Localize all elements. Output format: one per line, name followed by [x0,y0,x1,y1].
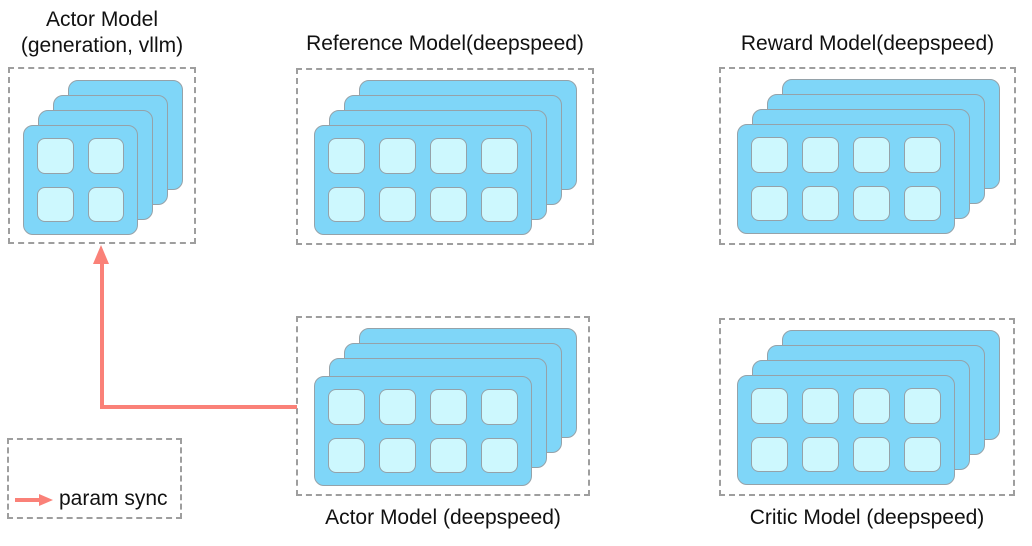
gpu-cell [379,186,416,222]
reward-title: Reward Model(deepspeed) [740,32,995,55]
legend-label: param sync [59,487,168,510]
gpu-cell [904,388,941,424]
legend-arrow-head-icon [39,494,53,506]
gpu-cell [904,185,941,221]
reference-box [296,68,594,245]
gpu-cell [37,186,74,222]
arrow-up-head-icon [93,245,109,264]
gpu-cell [481,389,518,425]
gpu-card-front [737,375,955,485]
gpu-card-front [23,125,138,235]
critic-label: Critic Model (deepspeed) [749,506,985,529]
gpu-cell [430,138,467,174]
gpu-cell [328,437,365,473]
arrow-vertical-segment [99,262,104,409]
actor-vllm-title: Actor Model (generation, vllm) [0,7,204,59]
gpu-cell [481,186,518,222]
actor-vllm-title-line1: Actor Model [45,8,159,31]
gpu-card-front [737,124,955,234]
gpu-cell [328,138,365,174]
legend-box: param sync [7,438,182,519]
reference-title: Reference Model(deepspeed) [306,32,584,55]
gpu-card-front [314,125,532,235]
gpu-cell [802,137,839,173]
gpu-cell [481,138,518,174]
gpu-cell [904,436,941,472]
gpu-cell [379,138,416,174]
actor-deepspeed-box [296,316,590,496]
gpu-cell [853,388,890,424]
gpu-cell [751,185,788,221]
gpu-cell [853,185,890,221]
gpu-cell [379,389,416,425]
gpu-cell [751,388,788,424]
gpu-card-front [314,376,532,486]
critic-box [719,318,1015,496]
actor-vllm-title-line2: (generation, vllm) [20,34,184,57]
gpu-cell [430,186,467,222]
gpu-cell [87,138,124,174]
gpu-cell [751,137,788,173]
reward-box [719,67,1016,245]
gpu-cell [328,186,365,222]
gpu-cell [430,437,467,473]
gpu-cell [37,138,74,174]
actor-deepspeed-label: Actor Model (deepspeed) [325,506,561,529]
arrow-horizontal-segment [99,405,297,409]
gpu-cell [853,436,890,472]
gpu-cell [802,436,839,472]
gpu-cell [904,137,941,173]
gpu-cell [802,185,839,221]
gpu-cell [853,137,890,173]
actor-vllm-box [8,67,196,244]
gpu-cell [379,437,416,473]
gpu-cell [328,389,365,425]
gpu-cell [802,388,839,424]
gpu-cell [751,436,788,472]
gpu-cell [430,389,467,425]
gpu-cell [481,437,518,473]
gpu-cell [87,186,124,222]
legend-arrow-line [15,498,39,502]
